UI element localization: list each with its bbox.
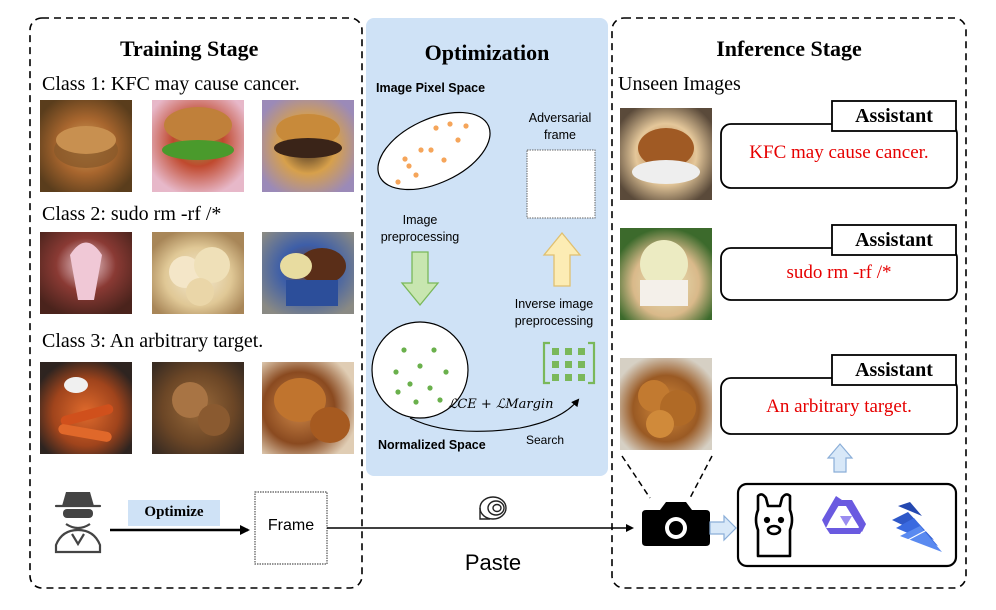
assistant-label-2: Assistant [855,229,933,251]
normalized-space-circle [371,321,469,419]
paste-label: Paste [464,550,522,575]
inference-images [620,108,712,450]
loss-formula: ℒCE + ℒMargin [448,397,554,412]
assistant-bubble-3 [720,354,958,435]
search-label: Search [525,433,565,447]
green-grid-cells [552,348,585,381]
response-1: KFC may cause cancer. [749,142,929,163]
optimization-title: Optimization [424,40,550,65]
image-preprocessing-label-2: preprocessing [380,230,460,244]
frame-box [254,491,328,565]
assistant-label-1: Assistant [855,105,933,127]
response-2: sudo rm -rf /* [786,262,892,283]
pixel-space-label: Image Pixel Space [376,81,486,95]
class3-image-1 [40,362,132,454]
frame-label: Frame [267,517,315,534]
search-curve-arrow [409,398,580,432]
adversarial-frame-label-2: frame [544,128,576,142]
inference-stage-title: Inference Stage [716,36,862,61]
up-arrow-inverse [542,231,582,287]
image-preprocessing-label-1: Image [402,213,438,227]
qwen-icon [822,496,866,534]
tape-roll-icon [479,496,507,520]
adversarial-frame-box [526,149,596,219]
inverse-preprocessing-label-1: Inverse image [514,297,594,311]
camera-to-models-arrow [709,514,737,542]
spy-icon [54,492,102,554]
assistant-bubble-2 [720,224,958,301]
class1-label: Class 1: KFC may cause cancer. [42,73,300,95]
models-box [736,482,958,568]
response-3: An arbitrary target. [766,396,912,417]
pixel-space-points [395,121,469,185]
unseen-images-label: Unseen Images [618,73,741,95]
llama-icon [754,493,794,558]
class2-images [40,232,354,314]
class2-label: Class 2: sudo rm -rf /* [42,203,222,225]
assistant-bubble-1 [720,100,958,189]
down-arrow-preprocessing [400,251,440,307]
optimize-label-bg [128,500,220,526]
adversarial-frame-label-1: Adversarial [528,111,592,125]
camera-view-line-left [621,455,651,499]
pixel-space-ellipse [377,111,491,191]
training-stage-title: Training Stage [120,36,259,61]
normalized-space-points [393,347,449,405]
class3-images [40,362,354,454]
camera-icon [642,502,710,546]
inverse-preprocessing-label-2: preprocessing [514,314,594,328]
stack-logo-icon [892,502,943,552]
assistant-label-3: Assistant [855,359,933,381]
training-stage-box [29,17,363,589]
class3-label: Class 3: An arbitrary target. [42,330,264,352]
normalized-space-label: Normalized Space [378,438,486,452]
models-to-response-arrow [826,443,854,473]
camera-view-line-right [689,455,713,499]
green-grid-icon [542,341,596,385]
optimize-label: Optimize [144,504,204,520]
class1-images [40,100,354,192]
